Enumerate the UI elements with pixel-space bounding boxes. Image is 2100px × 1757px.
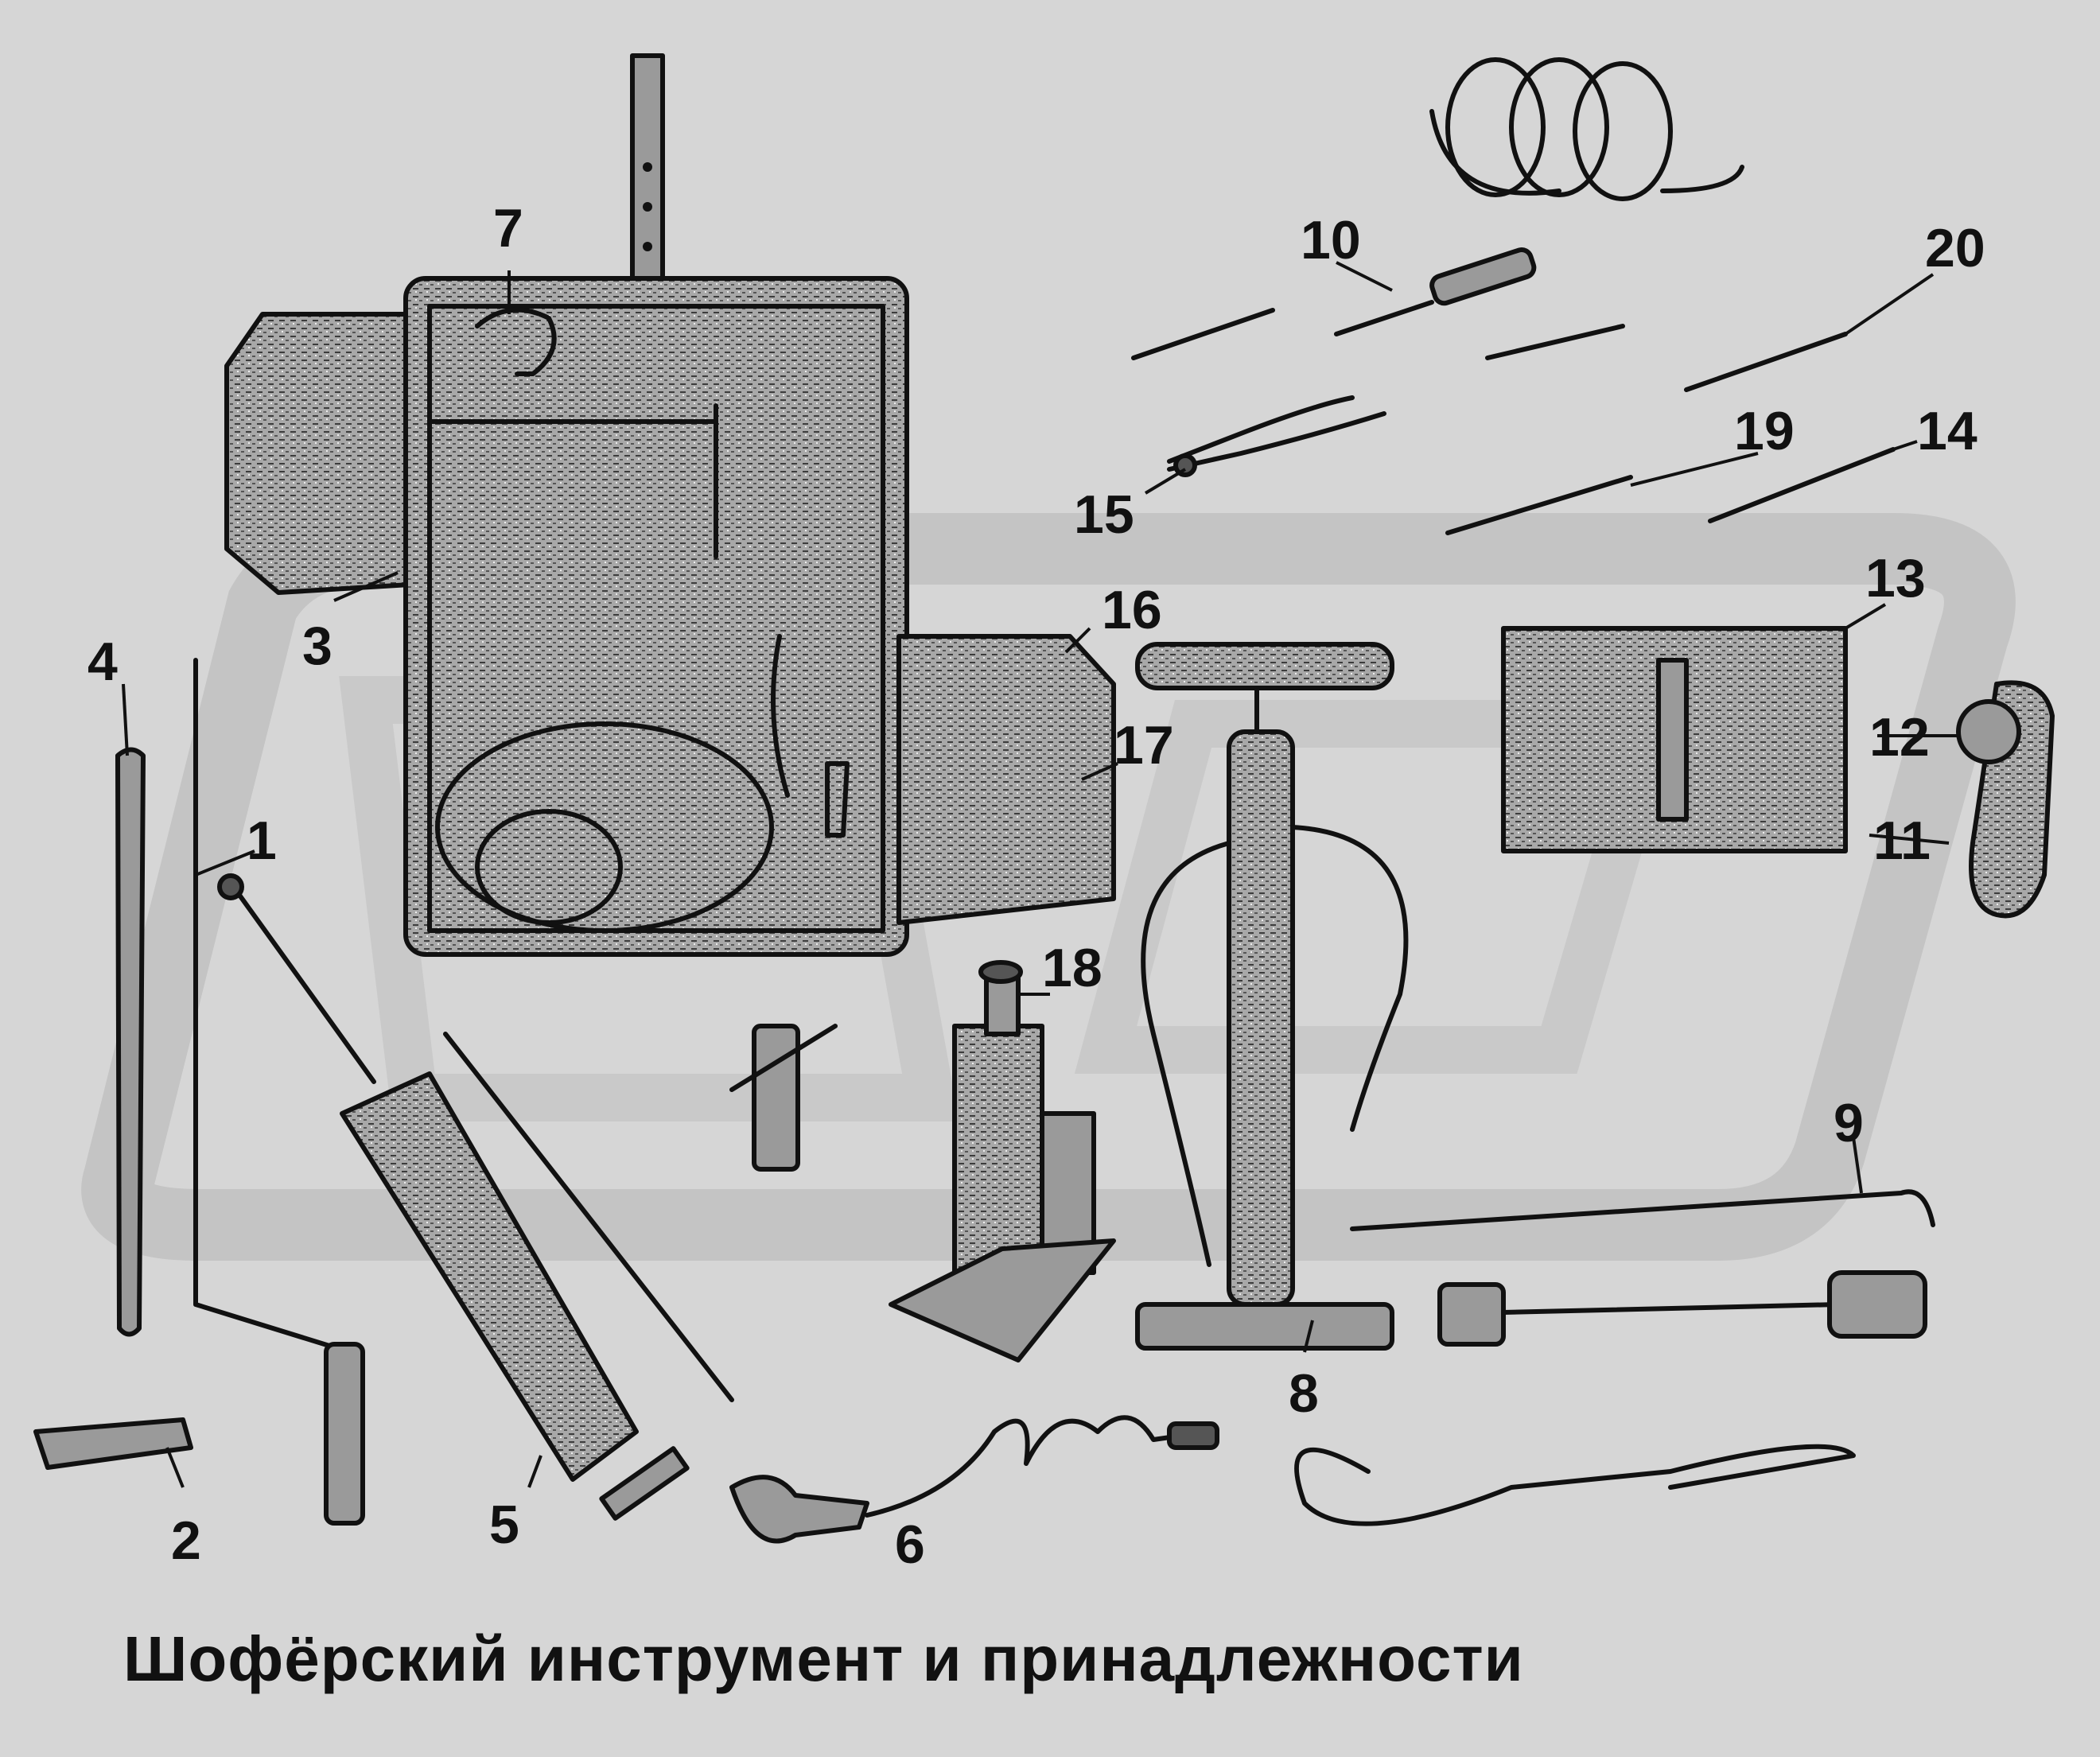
callout-7: 7 [493,198,523,258]
lamp-housing-icon [1956,680,2055,919]
callout-19: 19 [1734,401,1795,461]
callout-17: 17 [1114,715,1174,775]
diagram-caption: Шофёрский инструмент и принадлежности [123,1623,1524,1694]
screwdriver-icon [1334,247,1537,336]
callout-14: 14 [1917,401,1978,461]
wheel-brace-icon [1437,1270,1927,1347]
tow-cable-icon [1294,1444,1856,1526]
callout-8: 8 [1289,1363,1319,1424]
callout-11: 11 [1873,810,1931,871]
callout-1: 1 [247,810,277,871]
callout-13: 13 [1865,548,1926,608]
callout-10: 10 [1301,210,1361,270]
spanner-b-icon [1485,324,1625,360]
tool-bag [224,276,1116,957]
crank-grip [324,1342,365,1526]
callout-15: 15 [1074,484,1134,545]
callout-labels: 1 2 3 4 5 6 7 8 9 10 11 12 13 14 15 16 1… [88,198,1985,1575]
callout-20: 20 [1925,218,1985,278]
spanner-14-icon [1708,447,1896,523]
tyre-lever-icon [115,747,146,1337]
pliers-icon [1167,395,1386,477]
spanner-20-icon [1684,332,1848,392]
callout-3: 3 [302,616,332,676]
box-spanner-icon [729,1024,838,1172]
bottle-jack-icon [889,960,1116,1362]
spanner-a-icon [1131,308,1275,360]
callout-12: 12 [1869,707,1930,768]
callout-4: 4 [88,632,118,692]
feeler-gauge-icon [33,1417,193,1470]
spanner-19-icon [1445,475,1633,535]
wallet-case-icon [1501,626,1848,853]
grease-gun-icon [217,873,734,1521]
tyre-pump-icon [1135,642,1409,1351]
callout-18: 18 [1042,938,1102,998]
callout-2: 2 [171,1510,201,1571]
callout-16: 16 [1102,580,1162,640]
callout-6: 6 [895,1514,925,1575]
leader-lines [122,261,1957,1517]
callout-5: 5 [489,1495,519,1555]
inspection-lamp-icon [729,1415,1219,1544]
pry-bar-icon [1350,1189,1935,1231]
coiled-hose-icon [1429,57,1744,201]
callout-9: 9 [1834,1093,1864,1153]
lever-bar [630,53,665,281]
key-7-icon [475,307,557,376]
